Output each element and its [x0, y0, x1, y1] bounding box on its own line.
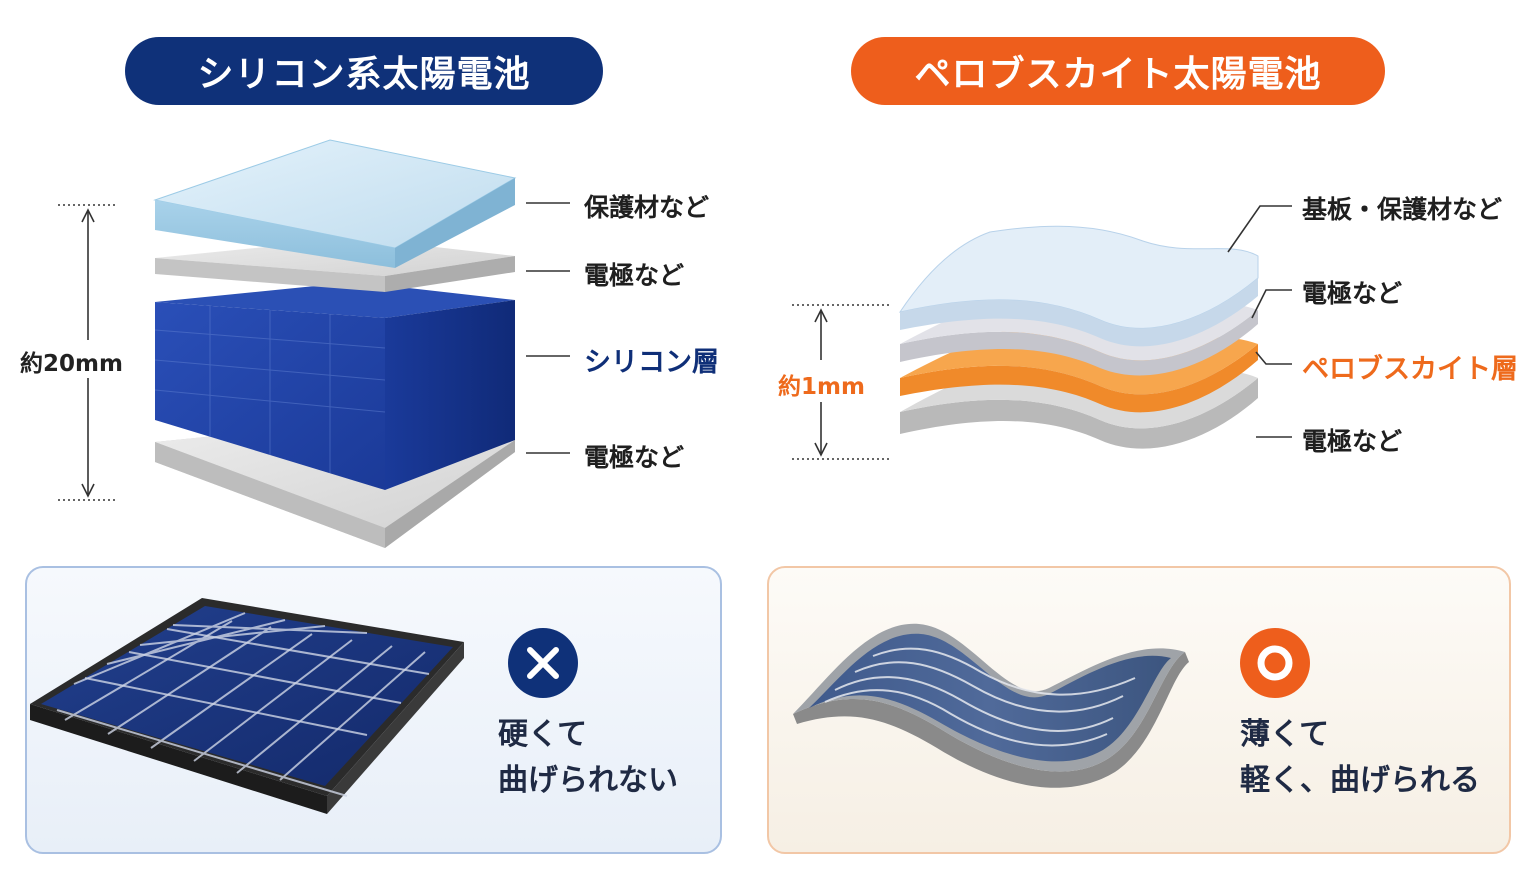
perovskite-thickness-label: 約1mm [778, 374, 865, 400]
perovskite-label-electrode-bottom: 電極など [1302, 427, 1403, 456]
perovskite-leader-lines [1227, 205, 1292, 438]
rigid-solar-panel-illustration [30, 598, 464, 814]
perovskite-panel-card [767, 566, 1511, 854]
perovskite-title: ペロブスカイト太陽電池 [914, 54, 1322, 95]
silicon-thickness-dimension [58, 204, 118, 501]
cross-icon [508, 628, 578, 698]
silicon-label-protective: 保護材など [584, 193, 710, 222]
silicon-verdict-line1: 硬くて [498, 717, 588, 752]
silicon-verdict-line2: 曲げられない [498, 763, 678, 798]
flexible-solar-film-illustration [793, 623, 1189, 788]
perovskite-thickness-dimension [792, 304, 892, 460]
perovskite-verdict-line1: 薄くて [1240, 717, 1330, 752]
circle-icon [1240, 628, 1310, 698]
perovskite-label-electrode-top: 電極など [1302, 279, 1403, 308]
silicon-title-badge: シリコン系太陽電池 [125, 37, 603, 105]
silicon-title: シリコン系太陽電池 [197, 54, 531, 95]
silicon-protective-layer [153, 139, 517, 268]
perovskite-title-badge: ペロブスカイト太陽電池 [851, 37, 1385, 105]
perovskite-verdict-line2: 軽く、曲げられる [1240, 763, 1480, 798]
silicon-verdict: 硬くて 曲げられない [498, 712, 678, 804]
silicon-leader-lines [526, 202, 570, 454]
perovskite-label-perovskite-layer: ペロブスカイト層 [1302, 354, 1518, 385]
silicon-panel-card [25, 566, 722, 854]
silicon-label-electrode-top: 電極など [584, 261, 685, 290]
perovskite-label-substrate: 基板・保護材など [1302, 195, 1503, 224]
silicon-layer-block [154, 282, 515, 490]
silicon-thickness-label: 約20mm [20, 351, 123, 377]
silicon-label-silicon-layer: シリコン層 [584, 347, 719, 378]
perovskite-verdict: 薄くて 軽く、曲げられる [1240, 712, 1480, 804]
silicon-label-electrode-bottom: 電極など [584, 443, 685, 472]
